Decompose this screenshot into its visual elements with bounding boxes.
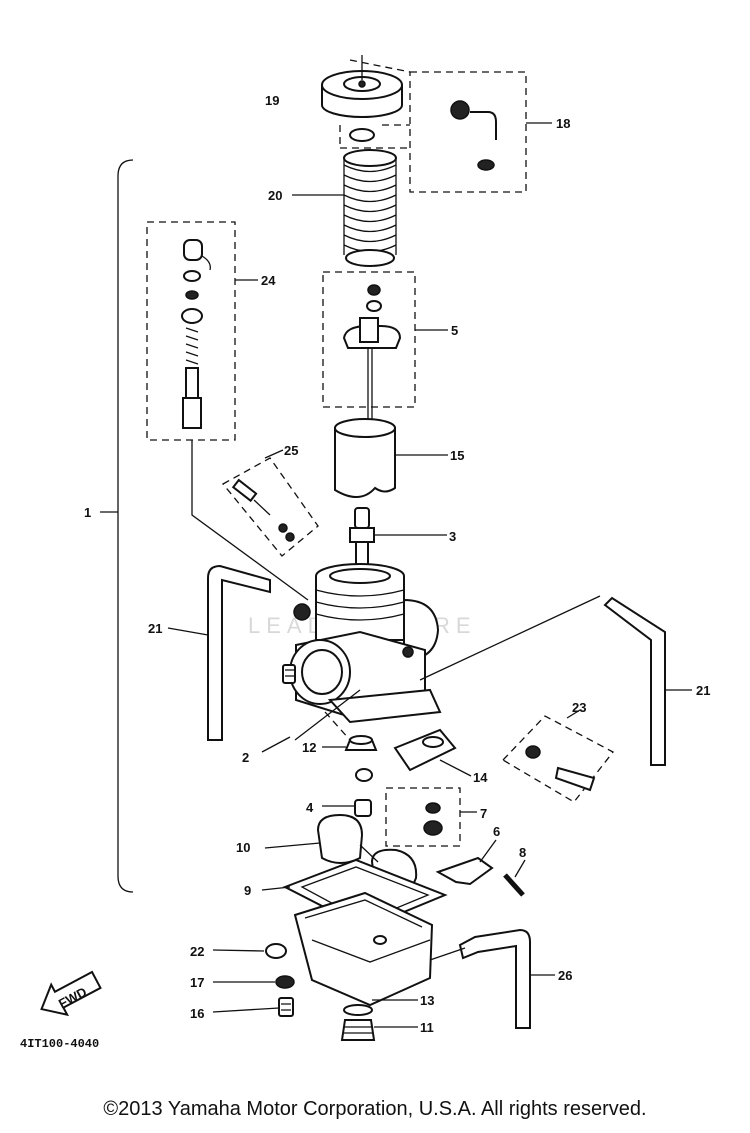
callout-21-left: 21 (148, 621, 162, 636)
callout-24: 24 (261, 273, 276, 288)
part-18-vent-fitting (450, 100, 497, 171)
callout-13: 13 (420, 993, 434, 1008)
float-bowl (293, 891, 434, 1007)
part-17-washer (275, 975, 295, 989)
callout-16: 16 (190, 1006, 204, 1021)
callout-2: 2 (242, 750, 249, 765)
part-11-drain-plug (340, 1004, 376, 1041)
callout-9: 9 (244, 883, 251, 898)
callout-22: 22 (190, 944, 204, 959)
part-21-hose-left (207, 564, 271, 741)
fwd-arrow-icon (40, 970, 102, 1017)
callout-25: 25 (284, 443, 298, 458)
part-8-float-pin (503, 873, 525, 897)
part-25-pilot-screw (231, 478, 295, 542)
callout-15: 15 (450, 448, 464, 463)
copyright-notice: ©2013 Yamaha Motor Corporation, U.S.A. A… (103, 1098, 647, 1120)
callout-21-right: 21 (696, 683, 710, 698)
part-code: 4IT100-4040 (20, 1037, 99, 1051)
callout-19: 19 (265, 93, 279, 108)
part-22-bracket (265, 943, 287, 959)
callout-18: 18 (556, 116, 570, 131)
part-21-hose-right (603, 596, 666, 766)
carburetor-exploded-diagram: LEADVENTURE (20, 55, 710, 1051)
callout-14: 14 (473, 770, 488, 785)
callout-26: 26 (558, 968, 572, 983)
callout-10: 10 (236, 840, 250, 855)
callout-20: 20 (268, 188, 282, 203)
callout-8: 8 (519, 845, 526, 860)
callout-17: 17 (190, 975, 204, 990)
part-19-cap (321, 55, 403, 118)
callout-12: 12 (302, 740, 316, 755)
part-15-throttle-slide (334, 418, 396, 498)
callout-23: 23 (572, 700, 586, 715)
callout-1: 1 (84, 505, 91, 520)
callout-6: 6 (493, 824, 500, 839)
carburetor-body (289, 563, 442, 724)
part-7-needle-valve (423, 802, 443, 836)
part-16-screw (278, 997, 294, 1017)
callout-3: 3 (449, 529, 456, 544)
part-2-drain-screw (282, 664, 296, 684)
part-4-jet-seat (354, 768, 373, 817)
part-6-float-pin-holder (435, 856, 494, 886)
part-12-main-jet (344, 735, 378, 751)
part-3-needle-jet (349, 507, 375, 571)
assembly-bracket (117, 159, 134, 893)
callout-7: 7 (480, 806, 487, 821)
part-26-drain-hose (458, 928, 531, 1029)
part-24-starter-plunger (181, 239, 211, 429)
part-14-float-arm (393, 728, 457, 772)
callout-11: 11 (420, 1020, 434, 1035)
callout-5: 5 (451, 323, 458, 338)
callout-4: 4 (306, 800, 314, 815)
part-20-spring (343, 149, 397, 267)
part-5-needle-assembly (342, 284, 402, 435)
part-23-adjust-screw (525, 745, 596, 792)
